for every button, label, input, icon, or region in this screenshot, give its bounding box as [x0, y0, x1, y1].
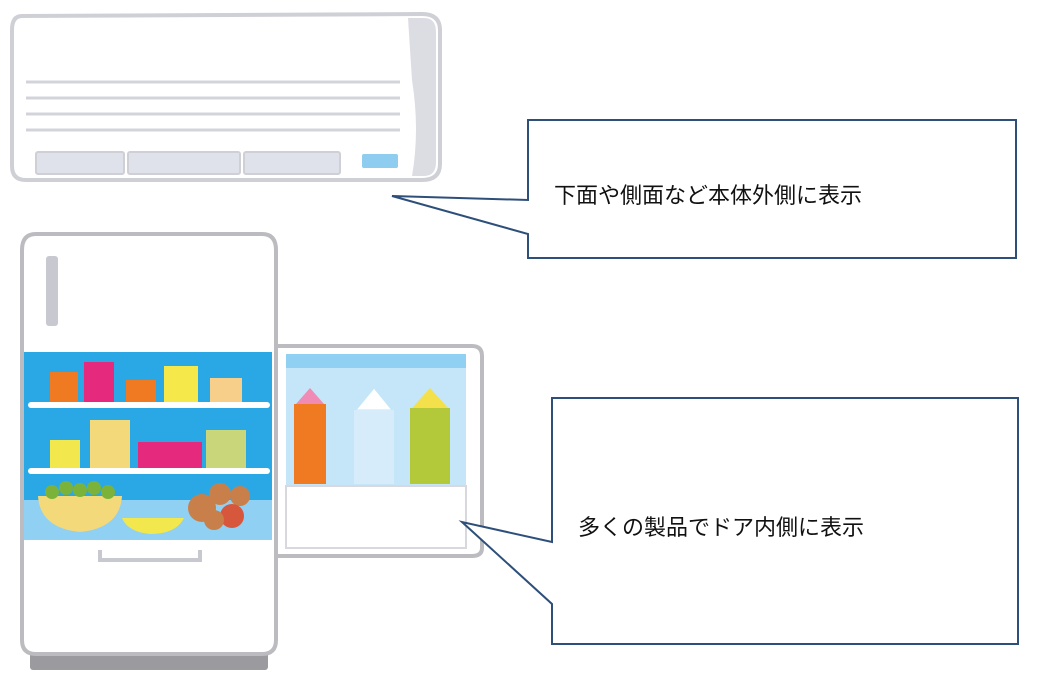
fridge-top-handle: [46, 256, 58, 326]
refrigerator-illustration: [20, 232, 484, 670]
aircon-vent-lines: [26, 80, 400, 132]
air-conditioner-illustration: [10, 11, 442, 182]
door-cartons: [294, 387, 450, 484]
fridge-fruits: [188, 483, 250, 530]
door-pocket: [285, 485, 467, 549]
aircon-indicator-light: [362, 154, 398, 168]
fridge-top-shelf-items: [50, 362, 242, 402]
aircon-bottom-panels: [35, 151, 341, 175]
fridge-open-door: [274, 344, 484, 558]
aircon-callout-shape: [391, 119, 1017, 259]
fridge-middle-shelf-items: [50, 420, 246, 470]
aircon-side-shade: [408, 18, 436, 176]
fridge-shelf-lower: [28, 468, 270, 474]
fridge-lower-door-handle: [98, 550, 202, 562]
aircon-callout-text: 下面や側面など本体外側に表示: [554, 184, 863, 209]
fridge-vegetable-bowl: [38, 481, 122, 532]
fridge-banana: [122, 518, 184, 534]
fridge-shelf-upper: [28, 402, 270, 408]
fridge-callout-text: 多くの製品でドア内側に表示: [578, 516, 865, 541]
fridge-callout-shape: [458, 397, 1019, 645]
